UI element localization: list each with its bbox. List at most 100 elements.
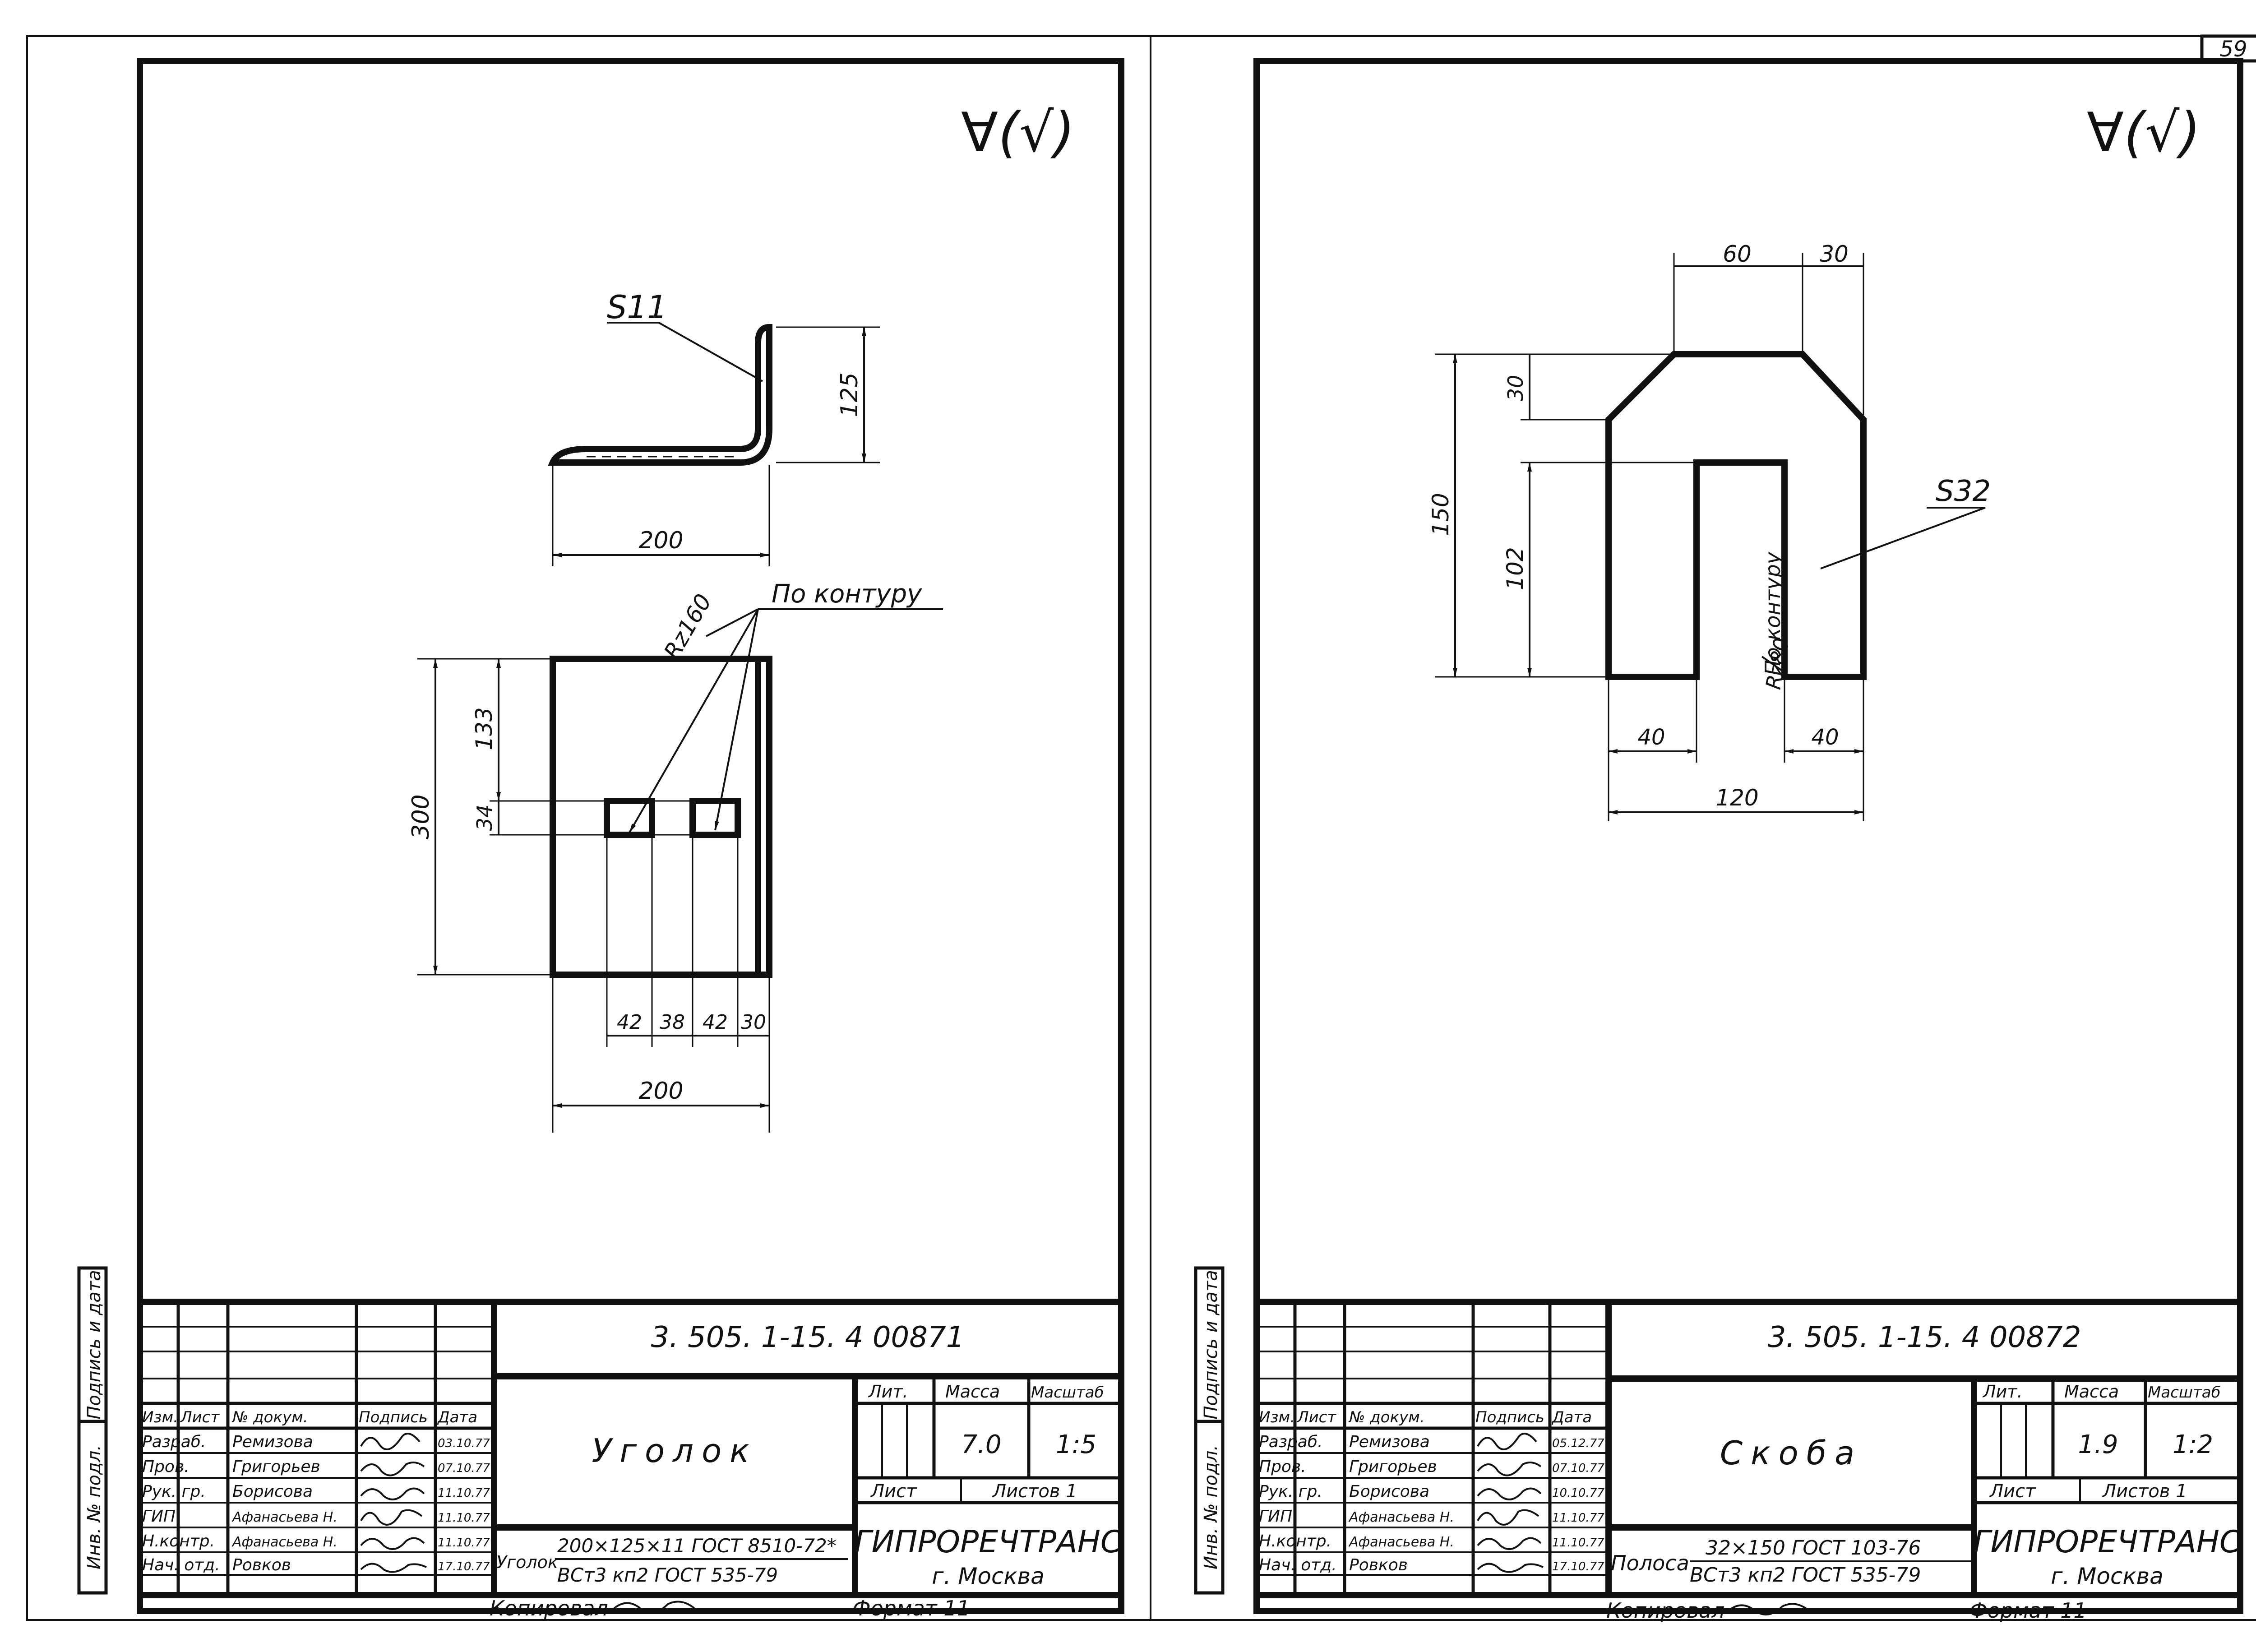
left-scale: 1:5 — [1056, 1430, 1096, 1459]
side-stamp-top: Подпись и дата — [84, 1270, 105, 1419]
sheet-label: Лист — [1989, 1481, 2036, 1502]
left-thickness-label: S11 — [607, 289, 667, 326]
left-contour-note: По контуру — [772, 579, 922, 609]
dim-hole-height: 34 — [472, 805, 497, 831]
dim-height: 150 — [1428, 493, 1454, 536]
right-city: г. Москва — [2051, 1563, 2164, 1589]
sheet-label: Лист — [870, 1481, 917, 1502]
left-title-block: Изм. Лист № докум. Подпись Дата Разраб. … — [140, 1299, 1122, 1598]
left-format-label: Формат 11 — [853, 1596, 970, 1620]
right-copied-label: Копировал — [1606, 1598, 1725, 1623]
hole-right — [689, 798, 741, 838]
side-stamp-bottom: Инв. № подл. — [1201, 1445, 1221, 1569]
row-date: 05.12.77 — [1552, 1437, 1604, 1450]
mass-label: Масса — [945, 1382, 1000, 1402]
row-name: Афанасьева Н. — [1348, 1534, 1454, 1550]
header-date: Дата — [1551, 1408, 1592, 1426]
row-name: Григорьев — [232, 1458, 320, 1476]
row-role: Разраб. — [1259, 1433, 1322, 1451]
dim-width: 120 — [1715, 785, 1758, 811]
header-doc: № докум. — [1348, 1408, 1425, 1426]
left-roughness-rz: Rz160 — [659, 590, 717, 664]
header-sign: Подпись — [1475, 1408, 1544, 1426]
right-contour-note: По контуру — [1761, 551, 1785, 676]
header-doc: № докум. — [231, 1408, 308, 1426]
dim-angle-height: 125 — [836, 372, 863, 417]
dim-x3: 42 — [703, 1011, 728, 1034]
row-date: 11.10.77 — [1552, 1536, 1604, 1550]
hole-left — [604, 798, 655, 838]
left-drawing: ∀(√) S11 125 200 Rz160 По контуру 300 — [407, 102, 1075, 1133]
row-date: 07.10.77 — [438, 1462, 490, 1475]
dim-top-width: 60 — [1723, 241, 1752, 267]
header-sign: Подпись — [359, 1408, 428, 1426]
right-format-label: Формат 11 — [1969, 1598, 2087, 1623]
left-organization: ГИПРОРЕЧТРАНС — [855, 1524, 1122, 1560]
left-material-line2: ВСт3 кп2 ГОСТ 535-79 — [557, 1564, 778, 1586]
dim-slot-depth: 102 — [1502, 547, 1528, 590]
dim-x4: 30 — [741, 1011, 766, 1034]
page-number-box: 59 — [2200, 34, 2256, 63]
header-date: Дата — [437, 1408, 477, 1426]
row-name: Ровков — [1349, 1556, 1408, 1574]
row-name: Ремизова — [232, 1433, 313, 1451]
header-izm: Изм. — [142, 1408, 178, 1426]
row-role: ГИП — [142, 1507, 176, 1526]
left-inner-frame — [137, 58, 1124, 1614]
lit-label: Лит. — [868, 1382, 908, 1402]
plate-outline — [550, 656, 772, 978]
dim-chamfer-x: 30 — [1820, 241, 1849, 267]
scale-label: Масштаб — [2148, 1384, 2221, 1402]
row-role: Н.контр. — [142, 1532, 215, 1550]
row-date: 17.10.77 — [438, 1560, 490, 1573]
right-drawing: ∀(√) S32 60 30 150 30 102 По контуру Rz8… — [1428, 102, 2201, 821]
left-mass: 7.0 — [961, 1430, 1001, 1459]
row-date: 11.10.77 — [1552, 1511, 1604, 1525]
header-list: Лист — [1296, 1408, 1336, 1426]
right-material-line2: ВСт3 кп2 ГОСТ 535-79 — [1690, 1564, 1921, 1587]
row-role: ГИП — [1259, 1507, 1292, 1526]
side-stamp-top: Подпись и дата — [1201, 1270, 1221, 1419]
header-list: Лист — [180, 1408, 220, 1426]
angle-profile — [548, 324, 772, 466]
right-part-name: Скоба — [1720, 1434, 1863, 1472]
row-name: Григорьев — [1349, 1458, 1437, 1476]
right-title-block: Изм. Лист № докум. Подпись Дата Разраб. … — [1257, 1299, 2241, 1598]
row-role: Нач. отд. — [142, 1556, 220, 1574]
right-material-prefix: Полоса — [1611, 1551, 1689, 1575]
right-mass: 1.9 — [2078, 1430, 2118, 1459]
right-scale: 1:2 — [2173, 1430, 2213, 1459]
header-izm: Изм. — [1259, 1408, 1295, 1426]
row-role: Рук. гр. — [142, 1482, 206, 1501]
dim-plate-height: 300 — [407, 794, 435, 839]
sheets-label: Листов 1 — [2102, 1481, 2187, 1502]
right-inner-frame — [1253, 58, 2243, 1614]
right-organization: ГИПРОРЕЧТРАНС — [1974, 1524, 2241, 1560]
dim-plate-width: 200 — [638, 1078, 683, 1105]
lit-label: Лит. — [1982, 1382, 2023, 1402]
dim-chamfer-y: 30 — [1503, 375, 1528, 402]
row-date: 03.10.77 — [438, 1437, 490, 1450]
left-designation: 3. 505. 1-15. 4 00871 — [651, 1321, 965, 1354]
dim-hole-offset: 133 — [471, 707, 497, 750]
right-designation: 3. 505. 1-15. 4 00872 — [1768, 1321, 2081, 1354]
left-part-name: Уголок — [592, 1432, 757, 1470]
dim-angle-width: 200 — [638, 527, 683, 554]
row-role: Нач. отд. — [1259, 1556, 1337, 1574]
left-material-line1: 200×125×11 ГОСТ 8510-72* — [557, 1535, 837, 1557]
right-material-line1: 32×150 ГОСТ 103-76 — [1706, 1536, 1921, 1559]
row-name: Ровков — [232, 1556, 291, 1574]
right-thickness-label: S32 — [1936, 475, 1991, 508]
right-roughness-symbol: ∀(√) — [2087, 102, 2201, 164]
row-date: 11.10.77 — [438, 1536, 490, 1550]
row-name: Афанасьева Н. — [231, 1534, 337, 1550]
mass-label: Масса — [2064, 1382, 2119, 1402]
row-role: Н.контр. — [1259, 1532, 1331, 1550]
left-roughness-symbol: ∀(√) — [961, 102, 1075, 164]
dim-leg-right: 40 — [1811, 725, 1839, 750]
row-role: Разраб. — [142, 1433, 206, 1451]
row-date: 17.10.77 — [1552, 1560, 1604, 1573]
right-side-stamp: Подпись и дата Инв. № подл. — [1194, 1266, 1225, 1595]
row-date: 11.10.77 — [438, 1511, 490, 1525]
